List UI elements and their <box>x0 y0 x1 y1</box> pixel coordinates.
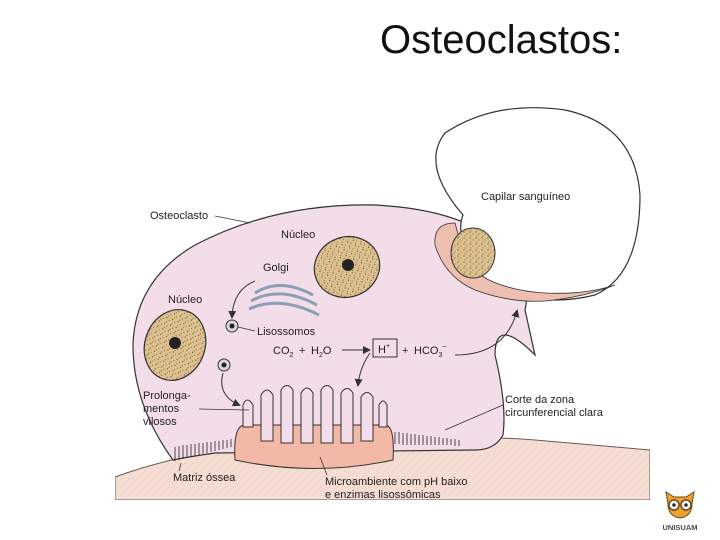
label-micro-line2: e enzimas lisossômicas <box>325 489 441 500</box>
label-zone-line2: circunferencial clara <box>505 407 604 419</box>
label-bone-matrix: Matriz óssea <box>173 472 236 484</box>
label-nucleus-left: Núcleo <box>168 294 202 306</box>
reaction-plus-2: + <box>402 345 408 357</box>
label-nucleus-top: Núcleo <box>281 229 315 241</box>
lysosome-1 <box>225 319 239 333</box>
microenvironment <box>234 424 394 469</box>
label-lysosomes: Lisossomos <box>257 326 316 338</box>
capillary-endothelium <box>434 222 616 302</box>
golgi-to-lysosome-arrow <box>228 280 256 319</box>
label-golgi: Golgi <box>263 262 289 274</box>
unisuam-logo: UNISUAM <box>663 490 698 532</box>
label-micro-line1: Microambiente com pH baixo <box>325 476 467 488</box>
label-villi-line2: mentos <box>143 403 180 415</box>
reaction-h2o: H2O <box>311 345 332 359</box>
proton-box <box>372 338 398 358</box>
leader-bone-matrix <box>178 462 182 472</box>
nucleolus-top <box>342 259 354 271</box>
lysosome-2 <box>217 358 231 372</box>
label-zone-line1: Corte da zona <box>505 394 575 406</box>
reaction-hco3: HCO3– <box>414 343 446 359</box>
lysosome-to-villi-arrow <box>221 372 241 407</box>
label-osteoclast: Osteoclasto <box>150 210 208 222</box>
label-villi-line3: vilosos <box>143 416 177 428</box>
label-capillary: Capilar sanguíneo <box>481 191 570 203</box>
slide-title: Osteoclastos: <box>380 18 623 62</box>
ruffled-border-villi <box>242 385 388 444</box>
proton-arrow <box>354 352 371 387</box>
osteoclast-diagram: CO2 + H2O H+ + HCO3– Osteoclasto Núcleo … <box>115 107 650 500</box>
reaction-plus-1: + <box>299 345 305 357</box>
logo-text: UNISUAM <box>663 523 698 532</box>
label-villi-line1: Prolonga- <box>143 390 191 402</box>
nucleolus-left <box>169 337 181 349</box>
leader-villi <box>198 408 250 411</box>
leader-lysosomes <box>237 326 256 332</box>
bicarbonate-to-capillary-arrow <box>454 309 520 356</box>
leader-micro <box>319 456 328 476</box>
reaction-hplus: H+ <box>378 343 390 356</box>
owl-icon <box>665 490 695 519</box>
endothelial-nucleus <box>450 227 496 279</box>
reaction-co2: CO2 <box>273 345 294 359</box>
leader-zone <box>444 404 504 431</box>
leader-osteoclast <box>214 215 251 224</box>
clear-zone-left <box>174 439 232 461</box>
golgi-apparatus <box>248 283 320 317</box>
